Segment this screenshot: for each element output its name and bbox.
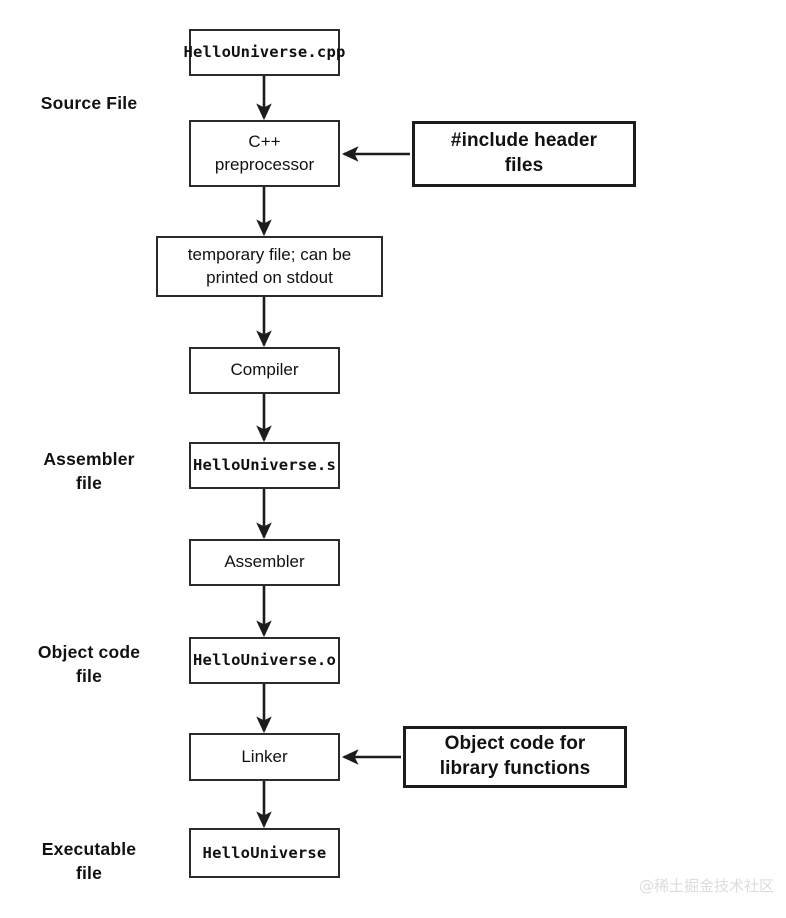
node-hellouniverse-o[interactable]: HelloUniverse.o bbox=[189, 637, 340, 684]
node-cpp-preprocessor[interactable]: C++ preprocessor bbox=[189, 120, 340, 187]
stage-label-source-file: Source File bbox=[40, 93, 138, 113]
node-label: HelloUniverse.o bbox=[193, 651, 336, 670]
node-label: Linker bbox=[241, 746, 288, 766]
node-label: Object code for library functions bbox=[439, 733, 591, 779]
node-label: Assembler bbox=[224, 552, 305, 572]
stage-label-executable-file: Executable file bbox=[41, 839, 137, 883]
node-object-code-library[interactable]: Object code for library functions bbox=[403, 726, 627, 788]
node-label: HelloUniverse bbox=[202, 843, 327, 862]
node-label: HelloUniverse.cpp bbox=[183, 43, 346, 62]
node-hellouniverse-cpp[interactable]: HelloUniverse.cpp bbox=[183, 29, 345, 76]
node-label: C++ preprocessor bbox=[214, 132, 315, 174]
stage-label-object-code-file: Object code file bbox=[37, 642, 141, 686]
node-compiler[interactable]: Compiler bbox=[189, 347, 340, 394]
node-linker[interactable]: Linker bbox=[189, 733, 340, 781]
stage-label-assembler-file: Assembler file bbox=[43, 449, 135, 493]
node-label: #include header files bbox=[450, 130, 598, 176]
node-label: Compiler bbox=[230, 360, 299, 380]
node-include-header-files[interactable]: #include header files bbox=[412, 121, 636, 187]
node-assembler[interactable]: Assembler bbox=[189, 539, 340, 586]
watermark-text: @稀土掘金技术社区 bbox=[638, 877, 774, 895]
node-temporary-file[interactable]: temporary file; can be printed on stdout bbox=[156, 236, 383, 297]
node-hellouniverse-s[interactable]: HelloUniverse.s bbox=[189, 442, 340, 489]
node-hellouniverse-exe[interactable]: HelloUniverse bbox=[189, 828, 340, 878]
node-label: HelloUniverse.s bbox=[193, 456, 336, 475]
node-label: temporary file; can be printed on stdout bbox=[187, 245, 352, 287]
